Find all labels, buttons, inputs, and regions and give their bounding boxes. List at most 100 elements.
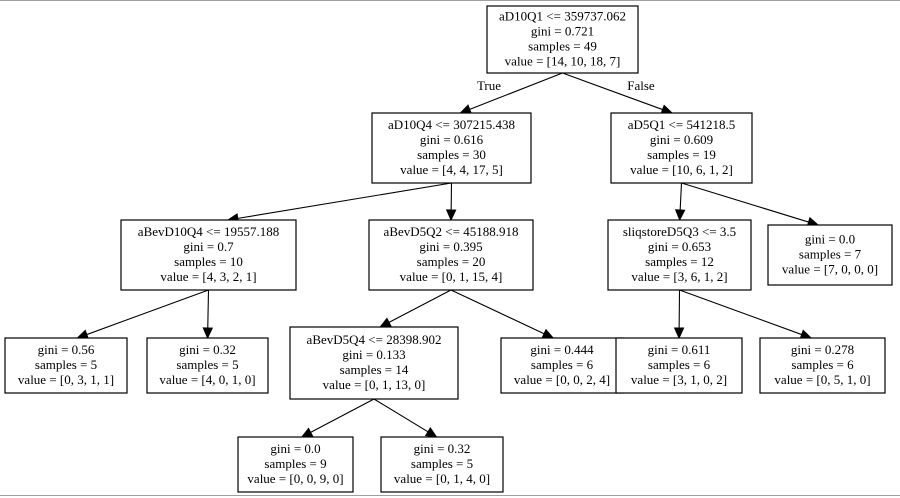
tree-edge bbox=[373, 398, 438, 438]
node-box bbox=[380, 436, 504, 493]
node-text-line: samples = 5 bbox=[35, 357, 97, 372]
node-text-line: gini = 0.616 bbox=[420, 132, 484, 147]
tree-edge bbox=[562, 72, 674, 115]
node-box bbox=[759, 337, 886, 394]
node-text-line: gini = 0.133 bbox=[342, 347, 405, 362]
node-text-line: value = [0, 1, 4, 0] bbox=[394, 471, 490, 486]
node-text-line: samples = 6 bbox=[791, 357, 854, 372]
node-text-line: samples = 49 bbox=[528, 39, 597, 54]
node-box bbox=[146, 337, 269, 394]
node-text-line: samples = 9 bbox=[264, 456, 326, 471]
node-text-line: value = [3, 1, 0, 2] bbox=[631, 372, 727, 387]
node-text-line: value = [7, 0, 0, 0] bbox=[782, 262, 878, 277]
edge-label-true: True bbox=[477, 78, 501, 93]
node-box bbox=[4, 337, 128, 394]
node-box bbox=[371, 112, 532, 184]
tree-edge bbox=[450, 289, 555, 339]
node-box bbox=[368, 219, 534, 291]
node-text-line: gini = 0.7 bbox=[183, 239, 234, 254]
node-text-line: samples = 19 bbox=[647, 147, 716, 162]
node-text-line: samples = 6 bbox=[648, 357, 711, 372]
tree-edge bbox=[679, 289, 813, 340]
node-text-line: samples = 30 bbox=[417, 147, 486, 162]
node-text-line: value = [0, 1, 13, 0] bbox=[323, 377, 426, 392]
arrowhead bbox=[424, 427, 438, 438]
node-box bbox=[615, 337, 743, 394]
node-text-line: samples = 10 bbox=[174, 254, 243, 269]
node-text-line: value = [0, 0, 9, 0] bbox=[247, 471, 343, 486]
arrowhead bbox=[300, 427, 314, 438]
node-text-line: aBevD5Q2 <= 45188.918 bbox=[384, 224, 519, 239]
arrowhead bbox=[459, 104, 473, 115]
node-text-line: gini = 0.56 bbox=[38, 342, 95, 357]
tree-edge bbox=[379, 289, 452, 328]
node-text-line: value = [0, 5, 1, 0] bbox=[774, 372, 870, 387]
node-text-line: aD10Q1 <= 359737.062 bbox=[499, 9, 626, 24]
node-text-line: value = [0, 3, 1, 1] bbox=[18, 372, 114, 387]
tree-edge bbox=[76, 289, 209, 340]
tree-edge bbox=[300, 398, 375, 438]
arrowhead bbox=[673, 327, 685, 340]
tree-edge bbox=[445, 182, 457, 222]
edge-label-false: False bbox=[627, 78, 655, 93]
node-text-line: value = [10, 6, 1, 2] bbox=[630, 162, 733, 177]
node-text-line: samples = 5 bbox=[176, 357, 238, 372]
tree-edge bbox=[226, 182, 452, 224]
bottom-border bbox=[0, 495, 900, 496]
node-box bbox=[486, 5, 639, 74]
node-text-line: sliqstoreD5Q3 <= 3.5 bbox=[623, 224, 736, 239]
node-text-line: gini = 0.32 bbox=[179, 342, 236, 357]
node-box bbox=[610, 112, 753, 184]
node-text-line: value = [4, 3, 2, 1] bbox=[160, 269, 256, 284]
node-text-line: samples = 5 bbox=[411, 456, 473, 471]
node-text-line: gini = 0.609 bbox=[650, 132, 713, 147]
node-text-line: samples = 7 bbox=[799, 247, 862, 262]
arrowhead bbox=[202, 327, 214, 340]
node-text-line: value = [4, 0, 1, 0] bbox=[159, 372, 255, 387]
node-text-line: samples = 12 bbox=[645, 254, 714, 269]
tree-edge bbox=[202, 289, 214, 340]
tree-edge bbox=[674, 182, 686, 222]
node-text-line: gini = 0.32 bbox=[414, 441, 471, 456]
node-text-line: value = [3, 6, 1, 2] bbox=[631, 269, 727, 284]
node-text-line: aBevD10Q4 <= 19557.188 bbox=[138, 224, 279, 239]
arrowhead bbox=[674, 209, 686, 222]
node-box bbox=[289, 326, 459, 400]
node-text-line: aD10Q4 <= 307215.438 bbox=[388, 117, 515, 132]
node-text-line: value = [4, 4, 17, 5] bbox=[400, 162, 503, 177]
node-text-line: gini = 0.395 bbox=[419, 239, 482, 254]
node-text-line: gini = 0.278 bbox=[791, 342, 854, 357]
node-text-line: gini = 0.0 bbox=[270, 441, 320, 456]
node-box bbox=[120, 219, 297, 291]
tree-edge bbox=[681, 182, 820, 227]
arrowhead bbox=[541, 328, 555, 339]
node-text-line: value = [14, 10, 18, 7] bbox=[505, 54, 621, 69]
node-text-line: value = [0, 1, 15, 4] bbox=[400, 269, 503, 284]
node-text-line: samples = 14 bbox=[340, 362, 409, 377]
tree-edge bbox=[459, 72, 563, 115]
node-text-line: samples = 20 bbox=[417, 254, 486, 269]
node-text-line: gini = 0.721 bbox=[531, 24, 594, 39]
node-text-line: aD5Q1 <= 541218.5 bbox=[628, 117, 735, 132]
node-text-line: aBevD5Q4 <= 28398.902 bbox=[307, 332, 442, 347]
arrowhead bbox=[445, 209, 457, 222]
node-box bbox=[237, 436, 354, 493]
arrowhead bbox=[379, 317, 392, 328]
node-text-line: gini = 0.0 bbox=[805, 232, 855, 247]
